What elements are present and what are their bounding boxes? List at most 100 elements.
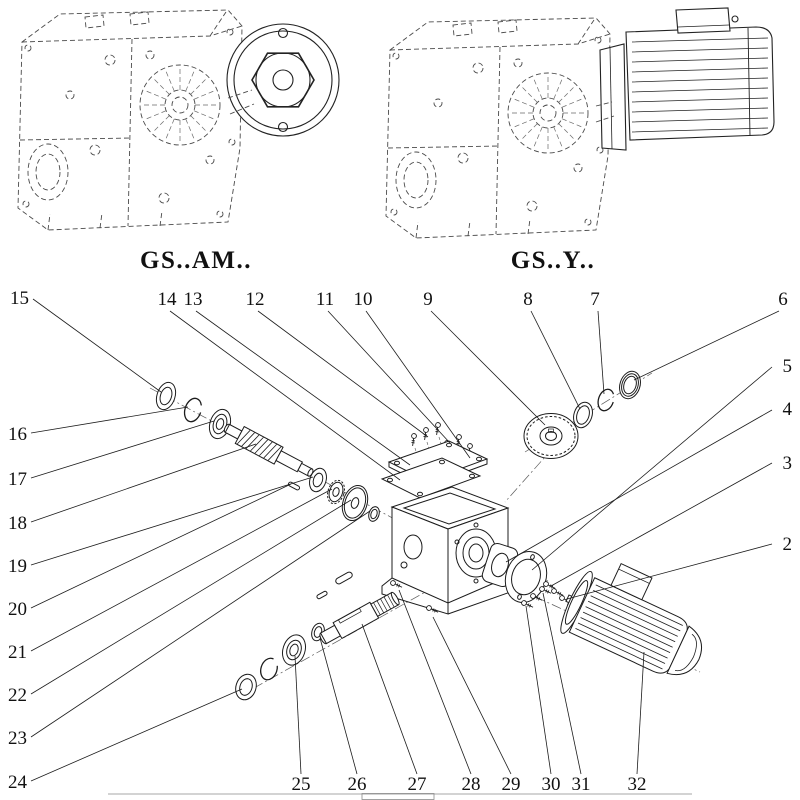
callout-2: 2 (566, 534, 792, 600)
callout-label: 13 (184, 289, 203, 310)
callout-label: 27 (408, 774, 427, 795)
output-flange-drawing (226, 23, 340, 137)
callout-label: 14 (158, 289, 178, 310)
leader-line (530, 310, 581, 410)
callout-label: 12 (246, 289, 265, 310)
callout-6: 6 (633, 289, 788, 381)
motor-shaft-ghost (595, 101, 615, 123)
callout-19: 19 (8, 476, 314, 577)
leader-line (294, 655, 302, 775)
callout-29: 29 (432, 616, 521, 795)
end-washer (235, 673, 257, 701)
reference-drawing-gs-y (386, 7, 775, 238)
callout-17: 17 (8, 420, 215, 490)
callout-30: 30 (525, 605, 561, 795)
callout-24: 24 (8, 688, 243, 793)
callout-27: 27 (361, 623, 427, 795)
callout-25: 25 (292, 655, 311, 795)
callout-13: 13 (184, 289, 411, 466)
title-block-edge (108, 793, 692, 800)
callout-label: 25 (292, 774, 311, 795)
motor-drawing (599, 7, 775, 151)
callout-9: 9 (423, 289, 546, 426)
callout-14: 14 (158, 289, 401, 481)
leader-line (30, 476, 314, 566)
leader-line (365, 310, 471, 459)
leader-line (169, 310, 401, 481)
callout-label: 9 (423, 289, 433, 310)
leader-line (525, 605, 552, 775)
leader-line (30, 488, 333, 652)
spacer-ring (368, 506, 380, 522)
leader-line (257, 310, 429, 438)
cover-bolt (433, 421, 442, 436)
callout-32: 32 (628, 651, 647, 795)
callouts: 15 16 17 18 19 20 21 22 (8, 288, 793, 795)
leader-line (361, 623, 418, 775)
callout-label: 19 (8, 556, 27, 577)
oil-seal (155, 381, 177, 411)
cover-gasket (380, 457, 482, 499)
exploded-view (149, 370, 702, 701)
leader-line (30, 688, 243, 782)
callout-label: 16 (8, 424, 27, 445)
leader-line (542, 592, 582, 775)
shim-ring (573, 401, 593, 429)
circlip (260, 657, 278, 681)
worm-shaft (223, 423, 314, 477)
callout-11: 11 (316, 289, 451, 444)
callout-label: 3 (783, 453, 793, 474)
leader-line (32, 298, 162, 393)
ball-bearing (281, 634, 307, 666)
callout-label: 22 (8, 685, 27, 706)
reference-drawing-gs-am (18, 10, 340, 230)
leader-line (30, 483, 292, 609)
callout-label: 15 (10, 288, 29, 309)
leader-line (30, 443, 257, 523)
callout-label: 10 (354, 289, 373, 310)
leader-line (327, 310, 451, 444)
callout-label: 17 (8, 469, 27, 490)
callout-12: 12 (246, 289, 429, 438)
callout-label: 23 (8, 728, 27, 749)
callout-18: 18 (8, 443, 257, 534)
gearbox-outline-ghost (386, 18, 610, 238)
leader-line (636, 651, 645, 775)
dowel-pin (316, 590, 328, 600)
callout-label: 4 (783, 399, 793, 420)
callout-8: 8 (523, 289, 581, 410)
oil-plug-screw (425, 604, 440, 615)
callout-5: 5 (531, 356, 792, 571)
callout-label: 11 (316, 289, 334, 310)
callout-label: 18 (8, 513, 27, 534)
leader-line (319, 637, 358, 775)
output-shaft (319, 591, 400, 645)
shaft-key (335, 571, 353, 585)
callout-22: 22 (8, 499, 352, 706)
leader-line (597, 310, 605, 395)
callout-label: 28 (462, 774, 481, 795)
worm-gear (327, 479, 345, 505)
leader-line (505, 409, 773, 563)
callout-label: 32 (628, 774, 647, 795)
leader-line (398, 589, 472, 775)
callout-15: 15 (10, 288, 162, 393)
retaining-ring (183, 397, 203, 423)
model-label-gs-am: GS..AM.. (140, 247, 252, 274)
leader-line (430, 310, 546, 426)
seal-ring (619, 370, 641, 400)
input-shaft-ghost (227, 89, 255, 115)
leader-line (633, 310, 780, 381)
callout-label: 30 (542, 774, 561, 795)
callout-label: 24 (8, 772, 28, 793)
circlip (597, 388, 615, 412)
callout-label: 8 (523, 289, 533, 310)
callout-28: 28 (398, 589, 481, 795)
leader-line (550, 462, 773, 587)
gear-disc (341, 484, 369, 522)
spacer-ring (311, 622, 325, 642)
helical-gear (523, 413, 579, 459)
callout-31: 31 (542, 592, 591, 795)
gearbox-outline-ghost (18, 10, 242, 230)
leader-line (566, 543, 773, 600)
